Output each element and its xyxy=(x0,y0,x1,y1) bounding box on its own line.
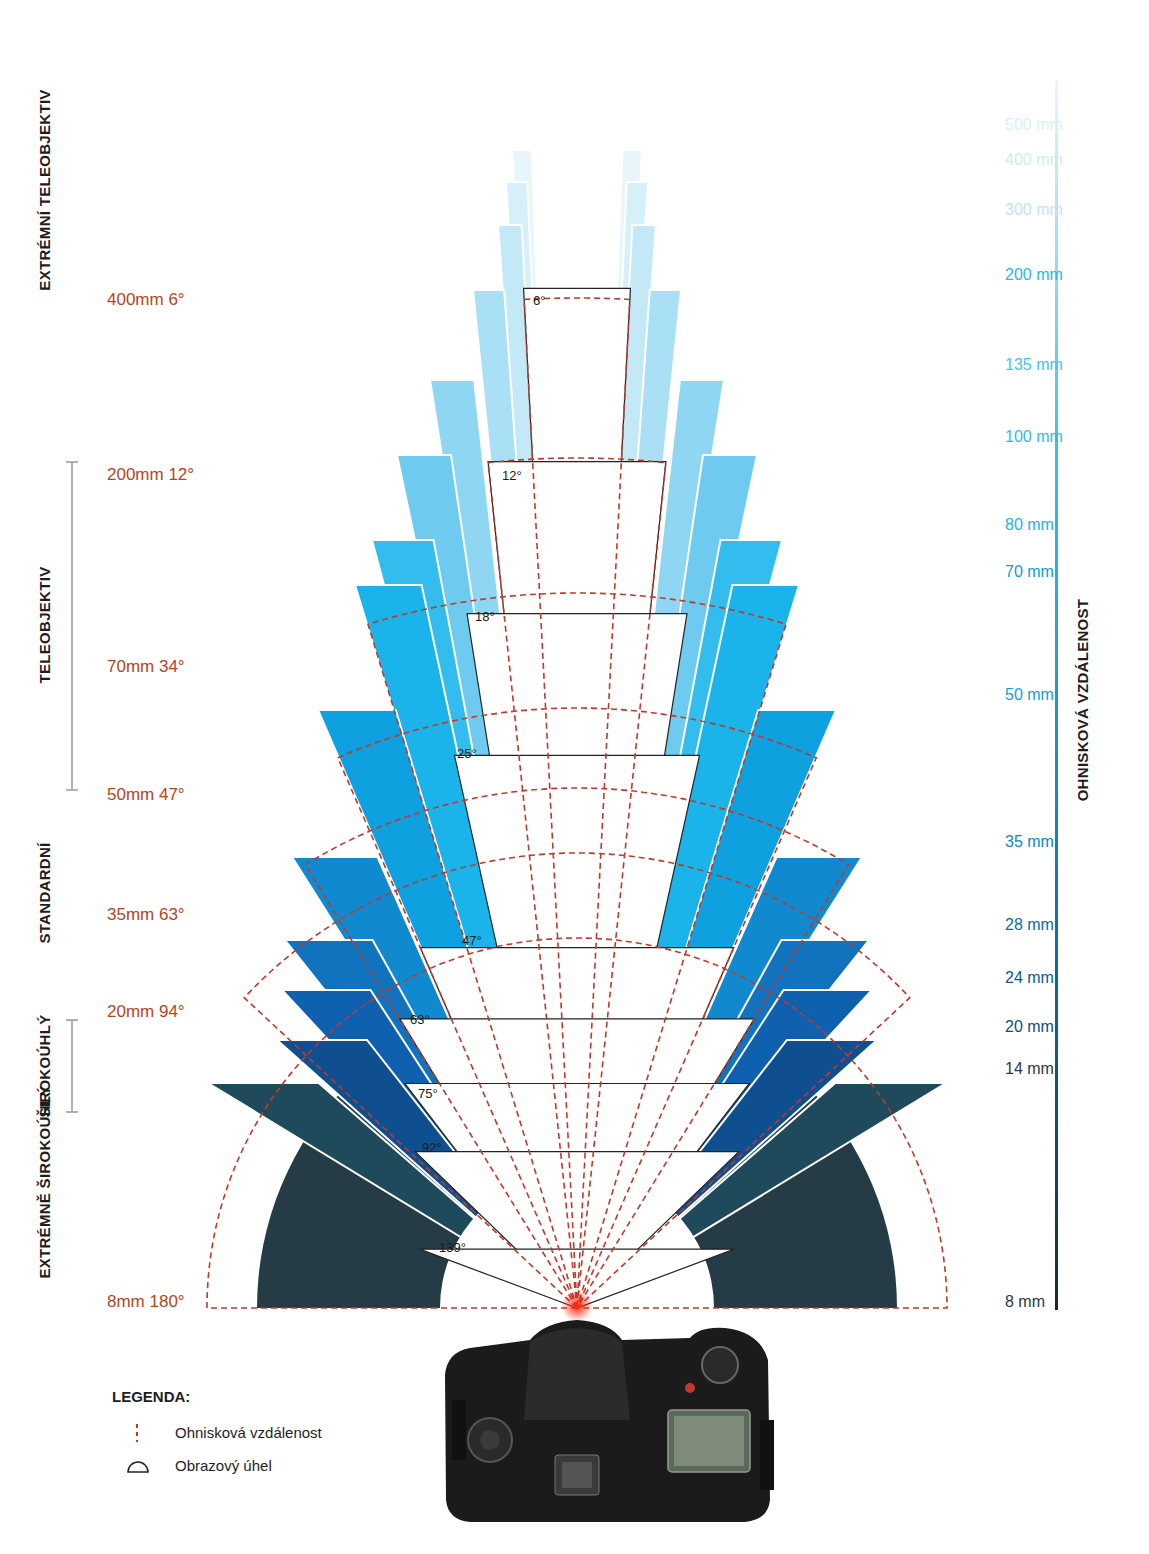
lens-example-label: 35mm 63° xyxy=(107,906,185,925)
focal-length-label: 50 mm xyxy=(1005,686,1054,704)
category-label: EXTRÉMNĚ ŠIROKOÚHLÝ xyxy=(37,1085,54,1278)
legend-entry: Obrazový úhel xyxy=(175,1458,272,1475)
category-brackets xyxy=(66,462,78,1112)
angle-label: 6° xyxy=(533,294,545,308)
category-label: STANDARDNÍ xyxy=(37,842,54,943)
focal-length-label: 135 mm xyxy=(1005,356,1063,374)
angle-label: 18° xyxy=(475,610,495,624)
apex-glow xyxy=(561,1290,593,1322)
focal-length-label: 8 mm xyxy=(1005,1293,1045,1311)
focal-length-label: 35 mm xyxy=(1005,833,1054,851)
angle-label: 47° xyxy=(462,934,482,948)
lens-blades xyxy=(208,150,946,1308)
view-angle-wedge xyxy=(400,1019,754,1308)
legend-title: LEGENDA: xyxy=(112,1389,190,1406)
legend-samples xyxy=(128,1424,148,1472)
focal-dashed-sector xyxy=(305,788,848,1308)
angle-label: 75° xyxy=(418,1087,438,1101)
focal-dashed-sector xyxy=(488,458,666,1308)
focal-length-label: 500 mm xyxy=(1005,116,1063,134)
lens-example-label: 8mm 180° xyxy=(107,1293,185,1312)
focal-length-label: 28 mm xyxy=(1005,916,1054,934)
category-label: EXTRÉMNÍ TELEOBJEKTIV xyxy=(37,89,54,290)
angle-label: 92° xyxy=(422,1141,442,1155)
angle-label: 25° xyxy=(457,747,477,761)
focal-dashed-sectors xyxy=(207,298,947,1308)
view-angle-wedges xyxy=(400,288,754,1308)
focal-length-label: 400 mm xyxy=(1005,151,1063,169)
angle-label: 139° xyxy=(439,1241,466,1255)
focal-length-label: 300 mm xyxy=(1005,201,1063,219)
view-angle-wedge xyxy=(415,1152,739,1308)
lens-example-label: 20mm 94° xyxy=(107,1003,185,1022)
focal-length-label: 70 mm xyxy=(1005,563,1054,581)
focal-dashed-sector xyxy=(368,593,786,1308)
focal-length-label: 14 mm xyxy=(1005,1060,1054,1078)
lens-example-label: 50mm 47° xyxy=(107,786,185,805)
lens-example-label: 400mm 6° xyxy=(107,291,185,310)
lens-example-label: 70mm 34° xyxy=(107,658,185,677)
focal-dashed-sector xyxy=(207,938,947,1308)
focal-axis xyxy=(1055,80,1058,1310)
focal-length-label: 80 mm xyxy=(1005,516,1054,534)
focal-length-label: 100 mm xyxy=(1005,428,1063,446)
focal-length-label: 200 mm xyxy=(1005,266,1063,284)
camera-illustration xyxy=(445,1320,774,1522)
angle-label: 12° xyxy=(502,469,522,483)
focal-length-label: 24 mm xyxy=(1005,969,1054,987)
axis-title: OHNISKOVÁ VZDÁLENOST xyxy=(1075,599,1092,802)
lens-example-label: 200mm 12° xyxy=(107,466,194,485)
category-label: TELEOBJEKTIV xyxy=(37,567,54,684)
focal-dashed-sector xyxy=(244,853,910,1308)
focal-dashed-sector xyxy=(338,708,816,1308)
angle-label: 63° xyxy=(410,1013,430,1027)
focal-length-label: 20 mm xyxy=(1005,1018,1054,1036)
focal-dashed-sector xyxy=(524,298,630,1308)
legend-entry: Ohnisková vzdálenost xyxy=(175,1425,322,1442)
